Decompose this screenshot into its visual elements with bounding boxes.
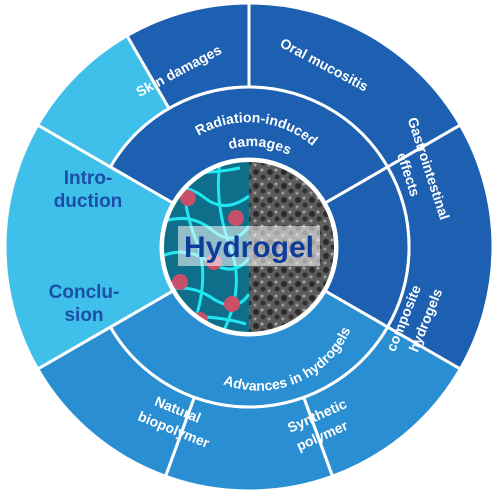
conclusion-label-1: Conclu- xyxy=(49,282,120,303)
introduction-label-2: duction xyxy=(54,191,123,212)
crosslink-bead xyxy=(228,210,244,226)
crosslink-bead xyxy=(172,274,188,290)
center-label: Hydrogel xyxy=(184,231,314,264)
center-border xyxy=(160,158,338,336)
middle-ring xyxy=(3,85,411,409)
introduction-label-1: Intro- xyxy=(64,168,113,189)
center-label-box xyxy=(178,226,320,266)
crosslink-bead xyxy=(180,190,196,206)
crosslink-bead xyxy=(224,296,240,312)
conclusion-label-2: sion xyxy=(64,305,103,326)
